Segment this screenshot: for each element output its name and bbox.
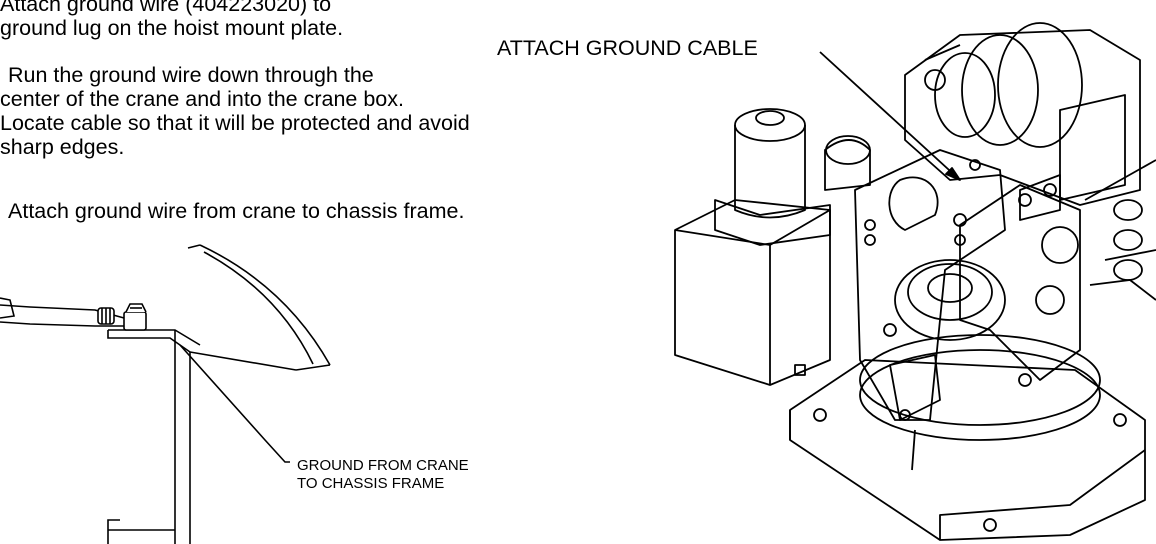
- ground-label-line-1: GROUND FROM CRANE: [297, 457, 469, 474]
- step-2-line-1: Run the ground wire down through the: [8, 63, 374, 87]
- step-2-line-3: Locate cable so that it will be protecte…: [0, 111, 470, 135]
- step-2-line-2: center of the crane and into the crane b…: [0, 87, 404, 111]
- step-1-line-1: Attach ground wire (404223020) to: [0, 0, 332, 16]
- step-3-line-1: Attach ground wire from crane to chassis…: [8, 199, 465, 223]
- ground-label-line-2: TO CHASSIS FRAME: [297, 475, 445, 492]
- callout-arrow: [945, 167, 961, 181]
- step-1-text: Attach ground wire (404223020) to ground…: [0, 0, 343, 40]
- step-3-text: Attach ground wire from crane to chassis…: [0, 199, 464, 223]
- step-2-line-4: sharp edges.: [0, 135, 125, 159]
- attach-ground-cable-callout: ATTACH GROUND CABLE: [497, 36, 758, 60]
- step-1-line-2: ground lug on the hoist mount plate.: [0, 16, 344, 40]
- step-2-text: Run the ground wire down through the cen…: [0, 63, 470, 159]
